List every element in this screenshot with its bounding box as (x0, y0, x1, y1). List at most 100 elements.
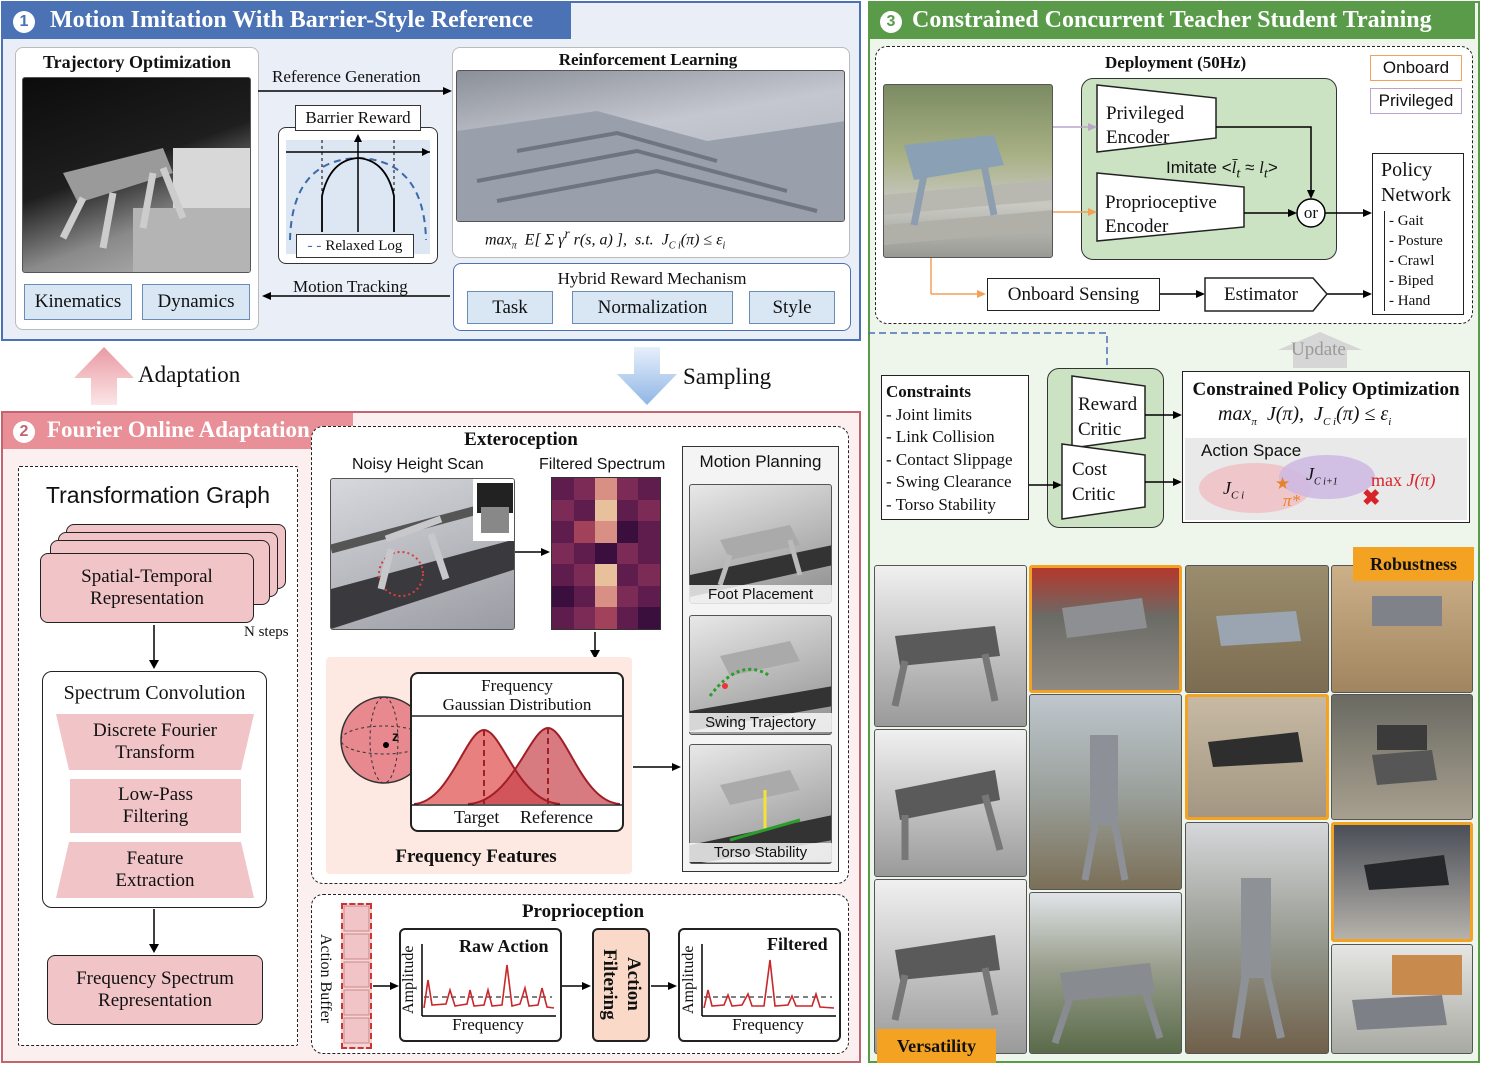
reference-generation-label: Reference Generation (272, 67, 421, 86)
policy-item: - Gait (1389, 213, 1424, 229)
versatility-label: Versatility (877, 1029, 996, 1063)
panel1-title: Motion Imitation With Barrier-Style Refe… (50, 7, 533, 33)
constraints-box (881, 375, 1029, 520)
versatility-photo-2 (874, 729, 1027, 877)
constraint-item: - Swing Clearance (886, 472, 1012, 491)
reference-label: Reference (520, 807, 593, 827)
task-button[interactable]: Task (467, 291, 553, 324)
cpo-formula: maxπ J(π), JC i(π) ≤ εi (1218, 403, 1392, 428)
robustness-photo-stairs (1185, 694, 1329, 820)
fe-line1: Feature (126, 848, 184, 869)
or-node: or (1303, 203, 1319, 222)
noisy-height-scan-image (330, 478, 515, 630)
heatmap-cell (638, 542, 660, 565)
dynamics-button[interactable]: Dynamics (142, 284, 250, 320)
constraints-list: Constraints - Joint limits - Link Collis… (886, 381, 1013, 516)
filtered-title: Filtered (767, 934, 828, 954)
action-filtering-label-1: Action (623, 957, 644, 1011)
heatmap-cell (638, 585, 660, 608)
heatmap-cell (552, 607, 574, 629)
reward-critic-line2: Critic (1078, 419, 1122, 440)
heatmap-cell (616, 542, 639, 565)
photo-dumbbell (1331, 694, 1473, 820)
heatmap-cell (552, 542, 574, 565)
gaussian-title-2: Gaussian Distribution (442, 695, 592, 714)
trajectory-optimization-title: Trajectory Optimization (42, 52, 232, 72)
star-icon: ★ (1275, 474, 1291, 493)
policy-item: - Hand (1389, 293, 1431, 309)
panel2-header (3, 413, 353, 449)
policy-items: - Gait - Posture - Crawl - Biped - Hand (1384, 211, 1443, 311)
heatmap-cell (552, 499, 574, 522)
onboard-legend: Onboard (1370, 55, 1462, 81)
kinematics-button[interactable]: Kinematics (24, 284, 132, 320)
versatility-photo-3 (874, 879, 1027, 1054)
heatmap-cell (573, 607, 596, 629)
versatility-photo-1 (874, 565, 1027, 727)
foot-placement-image (689, 484, 832, 604)
policy-item: - Crawl (1389, 253, 1435, 269)
heatmap-cell (616, 521, 639, 543)
max-text: max (1371, 470, 1402, 490)
filtered-spectrum-heatmap (551, 477, 661, 630)
robustness-photo-carpet (1331, 822, 1473, 942)
heatmap-cell (573, 564, 596, 586)
action-filtering-label-2: Filtering (599, 948, 620, 1020)
gaussian-title-1: Frequency (481, 676, 553, 695)
heatmap-cell (595, 607, 617, 629)
panel3-header (870, 3, 1475, 39)
heatmap-cell (595, 542, 617, 565)
fe-line2: Extraction (115, 870, 195, 891)
spatial-temporal-line1: Spatial-Temporal (81, 566, 213, 587)
motion-planning-title: Motion Planning (699, 452, 822, 471)
fsr-line1: Frequency Spectrum (76, 968, 234, 989)
privileged-encoder-line2: Encoder (1106, 127, 1170, 148)
dft-line2: Transform (115, 742, 195, 763)
action-space-label: Action Space (1201, 441, 1302, 460)
imitate-label: Imitate <l̄t ≈ lt> (1166, 158, 1278, 182)
reinforcement-learning-title: Reinforcement Learning (558, 50, 738, 69)
heatmap-cell (638, 521, 660, 543)
heatmap-cell (616, 499, 639, 522)
constraint-item: - Joint limits (886, 404, 972, 424)
policy-line2: Network (1381, 184, 1451, 206)
normalization-button[interactable]: Normalization (572, 291, 733, 324)
policy-line1: Policy (1381, 159, 1433, 181)
style-button[interactable]: Style (749, 291, 835, 324)
heatmap-cell (616, 564, 639, 586)
panel3-title: Constrained Concurrent Teacher Student T… (912, 7, 1432, 33)
heatmap-cell (595, 585, 617, 608)
jc-i1-label: JC i+1 (1306, 464, 1338, 488)
constraint-item: - Contact Slippage (886, 449, 1013, 469)
constraint-item: - Torso Stability (886, 494, 996, 514)
reward-critic-line1: Reward (1078, 394, 1138, 415)
heatmap-cell (595, 478, 617, 500)
exteroception-title: Exteroception (464, 429, 578, 450)
heatmap-cell (573, 521, 596, 543)
privileged-legend: Privileged (1370, 88, 1462, 114)
spatial-temporal-line2: Representation (90, 588, 204, 609)
raw-frequency-label: Frequency (452, 1015, 524, 1034)
pi-star-label: π* (1283, 491, 1301, 510)
robustness-photo-gravel (1029, 565, 1182, 693)
imitate-text: Imitate < (1166, 158, 1232, 177)
heatmap-cell (638, 564, 660, 586)
imitate-approx: ≈ (1245, 158, 1255, 177)
constraints-title: Constraints (886, 382, 972, 401)
dft-line1: Discrete Fourier (93, 720, 217, 741)
filtered-frequency-label: Frequency (732, 1015, 804, 1034)
cost-critic-line1: Cost (1072, 459, 1107, 480)
relaxed-log-legend: - -Relaxed Log (296, 234, 414, 258)
filtered-spectrum-label: Filtered Spectrum (539, 456, 666, 473)
